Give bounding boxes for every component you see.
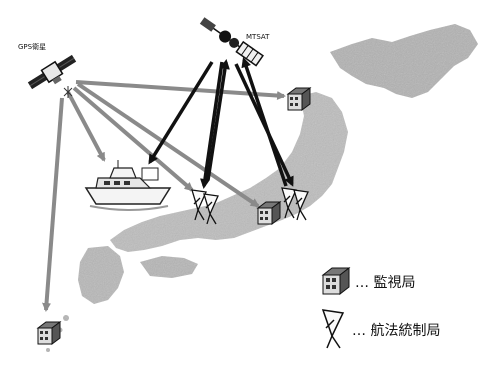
- mtsat-signal-arrows: [148, 57, 294, 189]
- monitor-station-icon: [256, 201, 282, 225]
- gps-satellite-label: GPS衛星: [18, 43, 47, 51]
- legend-dish-antenna-icon: [321, 309, 345, 349]
- island: [63, 315, 69, 321]
- gps-to-ship-arrow: [66, 91, 106, 162]
- dish-antenna-pair-right: [281, 187, 309, 221]
- hokkaido-landmass: [330, 24, 478, 98]
- gps-sparkle-icon: [63, 86, 73, 98]
- dish-antenna-icon: [281, 187, 297, 219]
- monitor-station-icon: [286, 87, 312, 111]
- honshu-landmass: [110, 92, 348, 252]
- gps-to-monitor-south-arrow: [42, 97, 64, 312]
- mtsat-to-dish-left-arrow: [200, 61, 224, 189]
- mtsat-satellite-icon: [199, 17, 264, 67]
- kyushu-landmass: [78, 246, 124, 304]
- monitor-station-icon: [36, 321, 62, 345]
- dish-right-to-mtsat-arrow: [241, 57, 288, 187]
- ship-icon: [84, 160, 172, 211]
- gps-to-monitor-center-arrow: [76, 82, 260, 208]
- gps-to-dish-arrow: [72, 86, 194, 192]
- mtsat-label: MTSAT: [246, 33, 270, 41]
- dish-antenna-icon: [203, 193, 219, 225]
- legend-monitor-station-icon: [321, 266, 351, 296]
- mtsat-to-ship-arrow: [148, 61, 214, 165]
- dish-left-to-mtsat-arrow: [206, 59, 230, 181]
- dish-antenna-icon: [191, 189, 207, 221]
- legend-monitor-station-label: … 監視局: [355, 275, 416, 291]
- legend-control-station-label: … 航法統制局: [352, 323, 441, 339]
- shikoku-landmass: [140, 256, 198, 278]
- dish-antenna-pair-left: [191, 189, 219, 225]
- gps-satellite-icon: [27, 54, 77, 90]
- dish-antenna-icon: [293, 189, 309, 221]
- japan-map: [46, 24, 478, 352]
- island: [46, 348, 50, 352]
